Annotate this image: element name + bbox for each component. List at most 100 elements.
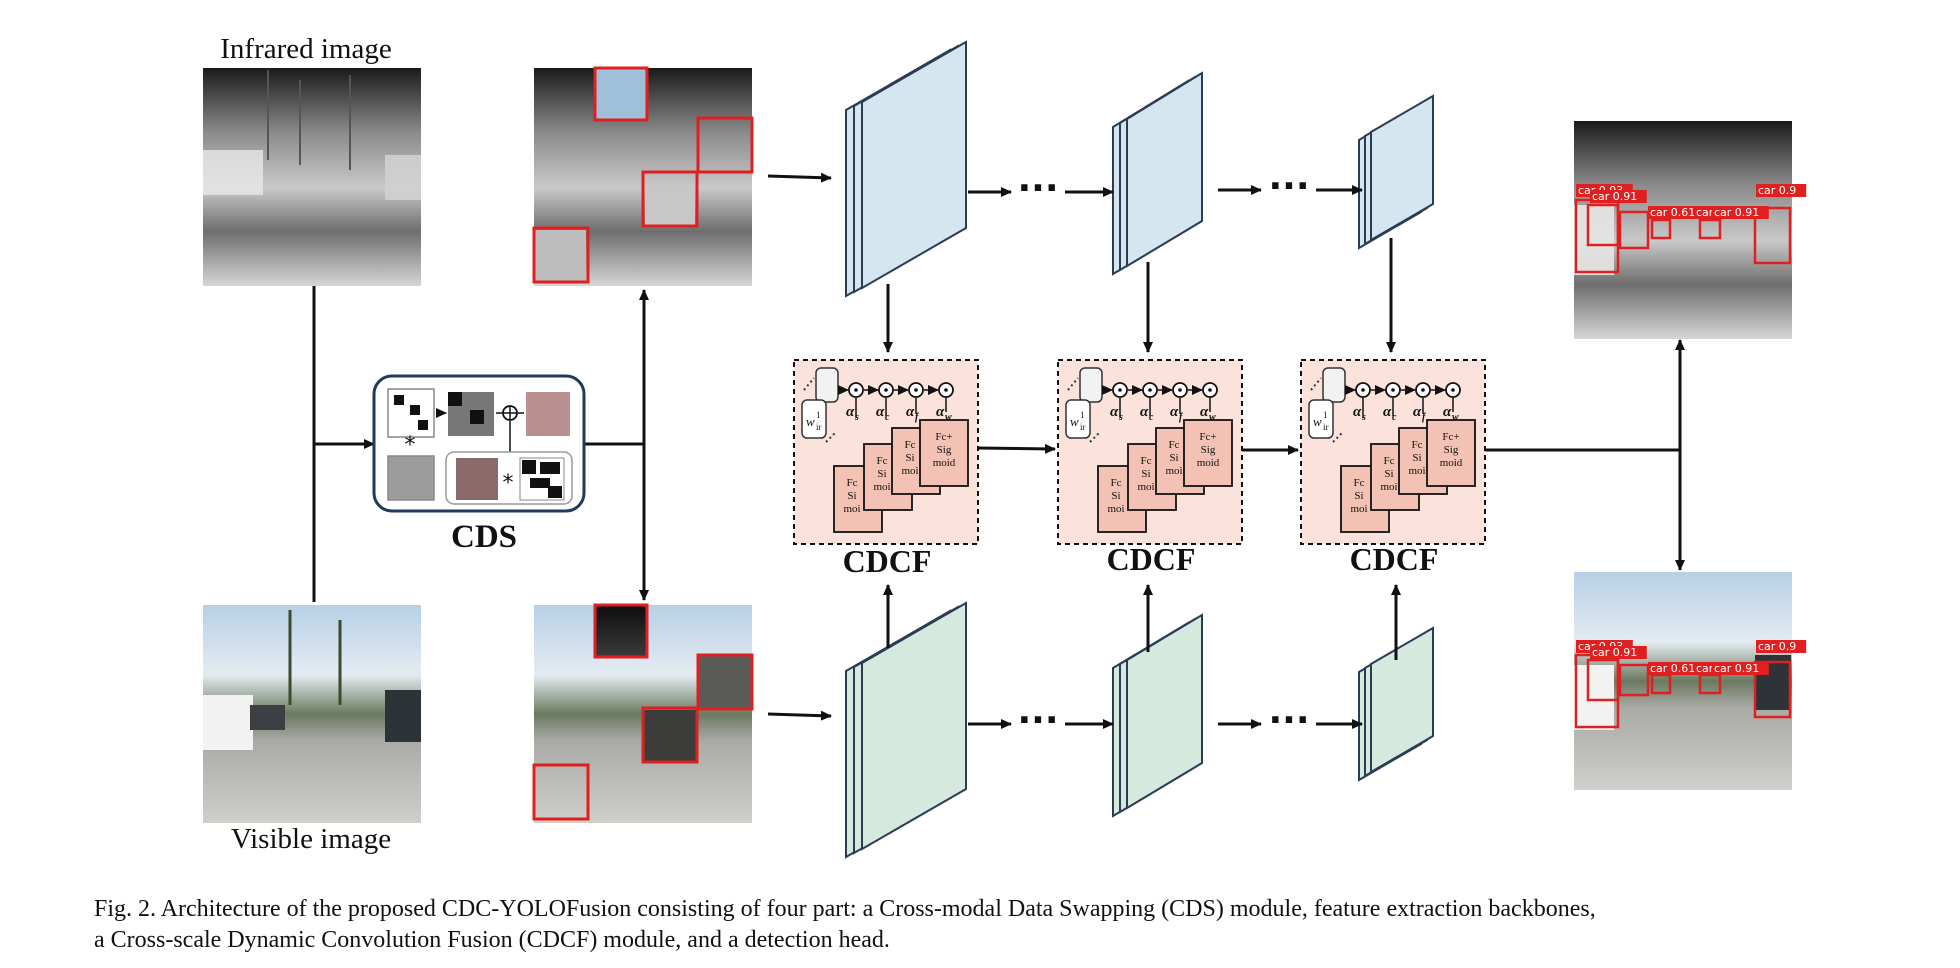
fc-sigmoid-card (919, 419, 969, 487)
multiply-symbol: * (503, 471, 514, 496)
fc-sigmoid-text: Si (1111, 490, 1120, 502)
infrared-input-image (203, 68, 421, 286)
detection-label: car 0.9 (1758, 640, 1796, 653)
ir-backbone-flow (968, 185, 1363, 197)
infrared-image-title: Infrared image (220, 33, 391, 65)
alpha-sub: w (1452, 412, 1459, 423)
swapped-infrared-image (532, 66, 754, 286)
ellipsis-vis-2: ··· (1268, 700, 1309, 741)
detection-label-bg (1648, 662, 1705, 675)
fc-sigmoid-text: moi (901, 465, 918, 477)
fc-sigmoid-text: Fc (877, 455, 888, 467)
fc-sigmoid-text: moi (873, 481, 890, 493)
detection-label: car (1696, 206, 1714, 219)
ir-feature-stack-3 (1358, 94, 1434, 250)
fc-sigmoid-text: moi (1165, 465, 1182, 477)
weight-sub: ir (816, 422, 822, 432)
fc-sigmoid-text: Fc (1354, 477, 1365, 489)
fc-sigmoid-text: Si (1141, 468, 1150, 480)
fc-sigmoid-text: Fc (1141, 455, 1152, 467)
alpha-label: α (1170, 404, 1179, 420)
vis-feature-stack-1 (845, 601, 967, 859)
fc-sigmoid-text: moi (1408, 465, 1425, 477)
weight-sup: 1 (816, 410, 821, 420)
detection-label-bg (1712, 206, 1769, 219)
fc-sigmoid-text: moid (1440, 457, 1463, 469)
detection-label: car 0.61 (1650, 206, 1695, 219)
alpha-sub: f (1179, 412, 1184, 423)
ir-feature-stack-2 (1112, 71, 1203, 276)
vis-backbone-input-arrow (767, 710, 832, 721)
multiply-symbol: * (405, 433, 416, 458)
alpha-sub: c (1392, 412, 1397, 423)
visible-input-image (203, 605, 421, 823)
fc-sigmoid-text: moi (1137, 481, 1154, 493)
detection-label-bg (1756, 640, 1807, 653)
fc-sigmoid-text: Sig (1201, 444, 1216, 456)
weight-label: w (806, 414, 815, 429)
ir-backbone-input-arrow (767, 172, 832, 183)
detection-label-bg (1756, 184, 1807, 197)
alpha-label: α (906, 404, 915, 420)
weight-sub: ir (1080, 422, 1086, 432)
weight-card (1308, 399, 1334, 439)
detection-label: car 0.91 (1592, 190, 1637, 203)
fc-sigmoid-text: Sig (1444, 444, 1459, 456)
weight-label: w (1070, 414, 1079, 429)
fc-sigmoid-text: Fc (847, 477, 858, 489)
fc-sigmoid-text: Fc (905, 439, 916, 451)
fc-sigmoid-text: Fc+ (1442, 431, 1459, 443)
weight-sup: 1 (1080, 410, 1085, 420)
detection-label: car 0.91 (1592, 646, 1637, 659)
fc-sigmoid-text: Si (847, 490, 856, 502)
alpha-sub: c (1149, 412, 1154, 423)
input-connector (312, 286, 649, 602)
ellipsis-vis-1: ··· (1017, 700, 1058, 741)
detection-label-bg (1648, 206, 1705, 219)
alpha-sub: f (915, 412, 920, 423)
visible-image-title: Visible image (231, 823, 391, 855)
alpha-sub: w (1209, 412, 1216, 423)
alpha-label: α (1140, 404, 1149, 420)
fc-sigmoid-text: Fc (1169, 439, 1180, 451)
fc-sigmoid-text: Si (905, 452, 914, 464)
alpha-sub: s (1118, 412, 1123, 423)
alpha-label: α (1200, 404, 1209, 420)
alpha-sub: c (885, 412, 890, 423)
ellipsis-ir-1: ··· (1017, 168, 1058, 209)
fc-sigmoid-text: Fc (1412, 439, 1423, 451)
cds-label: CDS (451, 519, 517, 555)
cdcf-label-1: CDCF (843, 543, 932, 579)
detection-label-bg (1590, 646, 1647, 659)
detection-label: car 0.91 (1714, 662, 1759, 675)
detection-label: car 0.61 (1650, 662, 1695, 675)
fc-sigmoid-card (1183, 419, 1233, 487)
fc-sigmoid-text: Si (1412, 452, 1421, 464)
feature-to-cdcf-arrows (883, 238, 1401, 660)
alpha-sub: f (1422, 412, 1427, 423)
detection-label: car (1696, 662, 1714, 675)
weight-card (1079, 367, 1103, 403)
weight-label: w (1313, 414, 1322, 429)
fc-sigmoid-card (1426, 419, 1476, 487)
fc-sigmoid-text: moi (1107, 503, 1124, 515)
fc-sigmoid-text: Si (877, 468, 886, 480)
alpha-sub: s (854, 412, 859, 423)
weight-card (815, 367, 839, 403)
weight-sub: ir (1323, 422, 1329, 432)
weight-sup: 1 (1323, 410, 1328, 420)
weight-card (1322, 367, 1346, 403)
alpha-label: α (1443, 404, 1452, 420)
alpha-label: α (936, 404, 945, 420)
alpha-sub: s (1361, 412, 1366, 423)
detection-label-bg (1590, 190, 1647, 203)
detection-label-bg (1712, 662, 1769, 675)
fc-sigmoid-text: moid (933, 457, 956, 469)
fc-sigmoid-text: moid (1197, 457, 1220, 469)
swapped-visible-image (532, 603, 754, 823)
fc-sigmoid-text: Si (1354, 490, 1363, 502)
weight-card (801, 399, 827, 439)
detection-label-bg (1694, 662, 1718, 675)
